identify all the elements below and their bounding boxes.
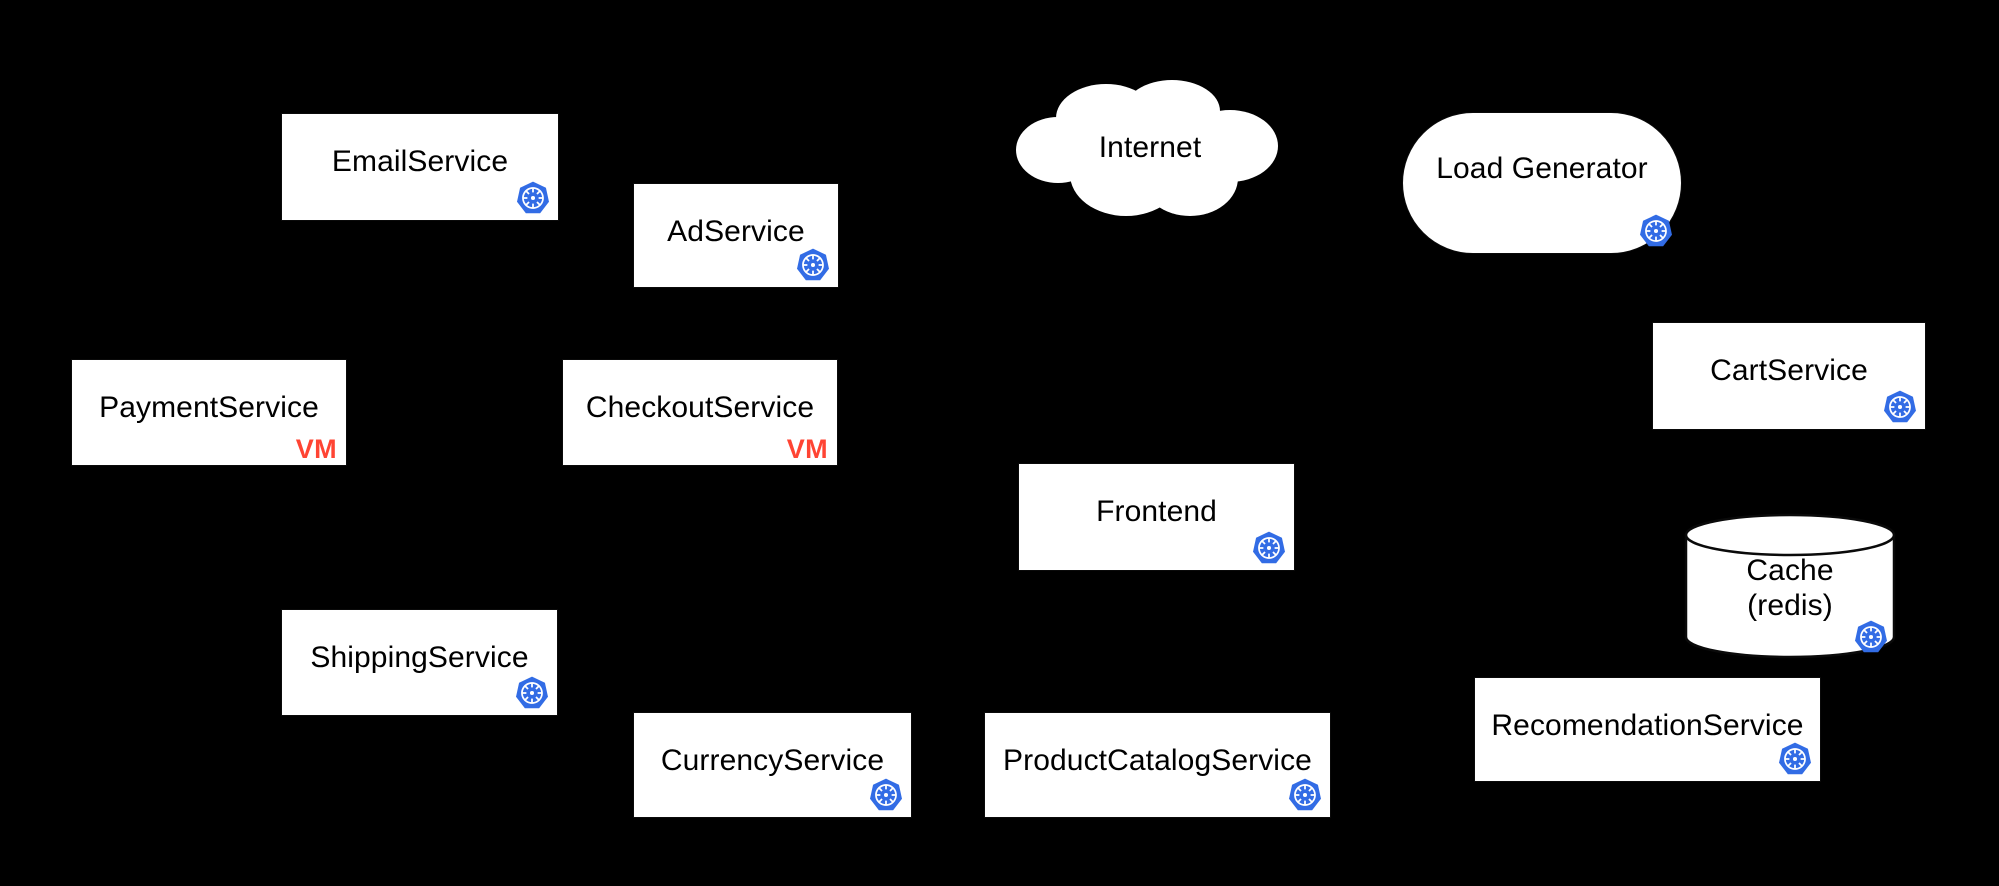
- node-label: CheckoutService: [585, 391, 815, 424]
- node-frontend[interactable]: Frontend: [1018, 463, 1295, 571]
- node-label: AdService: [667, 215, 805, 248]
- kubernetes-icon: [1854, 620, 1888, 654]
- node-product-catalog-service[interactable]: ProductCatalogService: [984, 712, 1331, 818]
- vm-badge: VM: [786, 434, 828, 464]
- kubernetes-icon: [796, 248, 830, 282]
- kubernetes-icon: [1639, 214, 1673, 248]
- node-cache-redis[interactable]: Cache (redis): [1684, 513, 1896, 659]
- node-load-generator[interactable]: Load Generator: [1402, 112, 1682, 254]
- node-label: PaymentService: [99, 391, 319, 424]
- node-label: EmailService: [331, 145, 509, 178]
- kubernetes-icon: [1883, 390, 1917, 424]
- node-cart-service[interactable]: CartService: [1652, 322, 1926, 430]
- kubernetes-icon: [516, 181, 550, 215]
- node-label: Load Generator: [1436, 152, 1648, 185]
- kubernetes-icon: [869, 778, 903, 812]
- node-shipping-service[interactable]: ShippingService: [281, 609, 558, 716]
- kubernetes-icon: [515, 676, 549, 710]
- node-email-service[interactable]: EmailService: [281, 113, 559, 221]
- kubernetes-icon: [1288, 778, 1322, 812]
- node-label: ShippingService: [310, 641, 529, 674]
- node-label: Frontend: [1096, 495, 1217, 528]
- node-label: RecomendationService: [1491, 709, 1804, 742]
- node-ad-service[interactable]: AdService: [633, 183, 839, 288]
- node-label: CartService: [1710, 354, 1868, 387]
- kubernetes-icon: [1252, 531, 1286, 565]
- node-label: ProductCatalogService: [1003, 744, 1312, 777]
- node-internet[interactable]: Internet: [1014, 78, 1286, 223]
- node-currency-service[interactable]: CurrencyService: [633, 712, 912, 818]
- node-recomendation-service[interactable]: RecomendationService: [1474, 677, 1821, 782]
- vm-badge: VM: [295, 434, 337, 464]
- kubernetes-icon: [1778, 742, 1812, 776]
- node-label: CurrencyService: [660, 744, 885, 777]
